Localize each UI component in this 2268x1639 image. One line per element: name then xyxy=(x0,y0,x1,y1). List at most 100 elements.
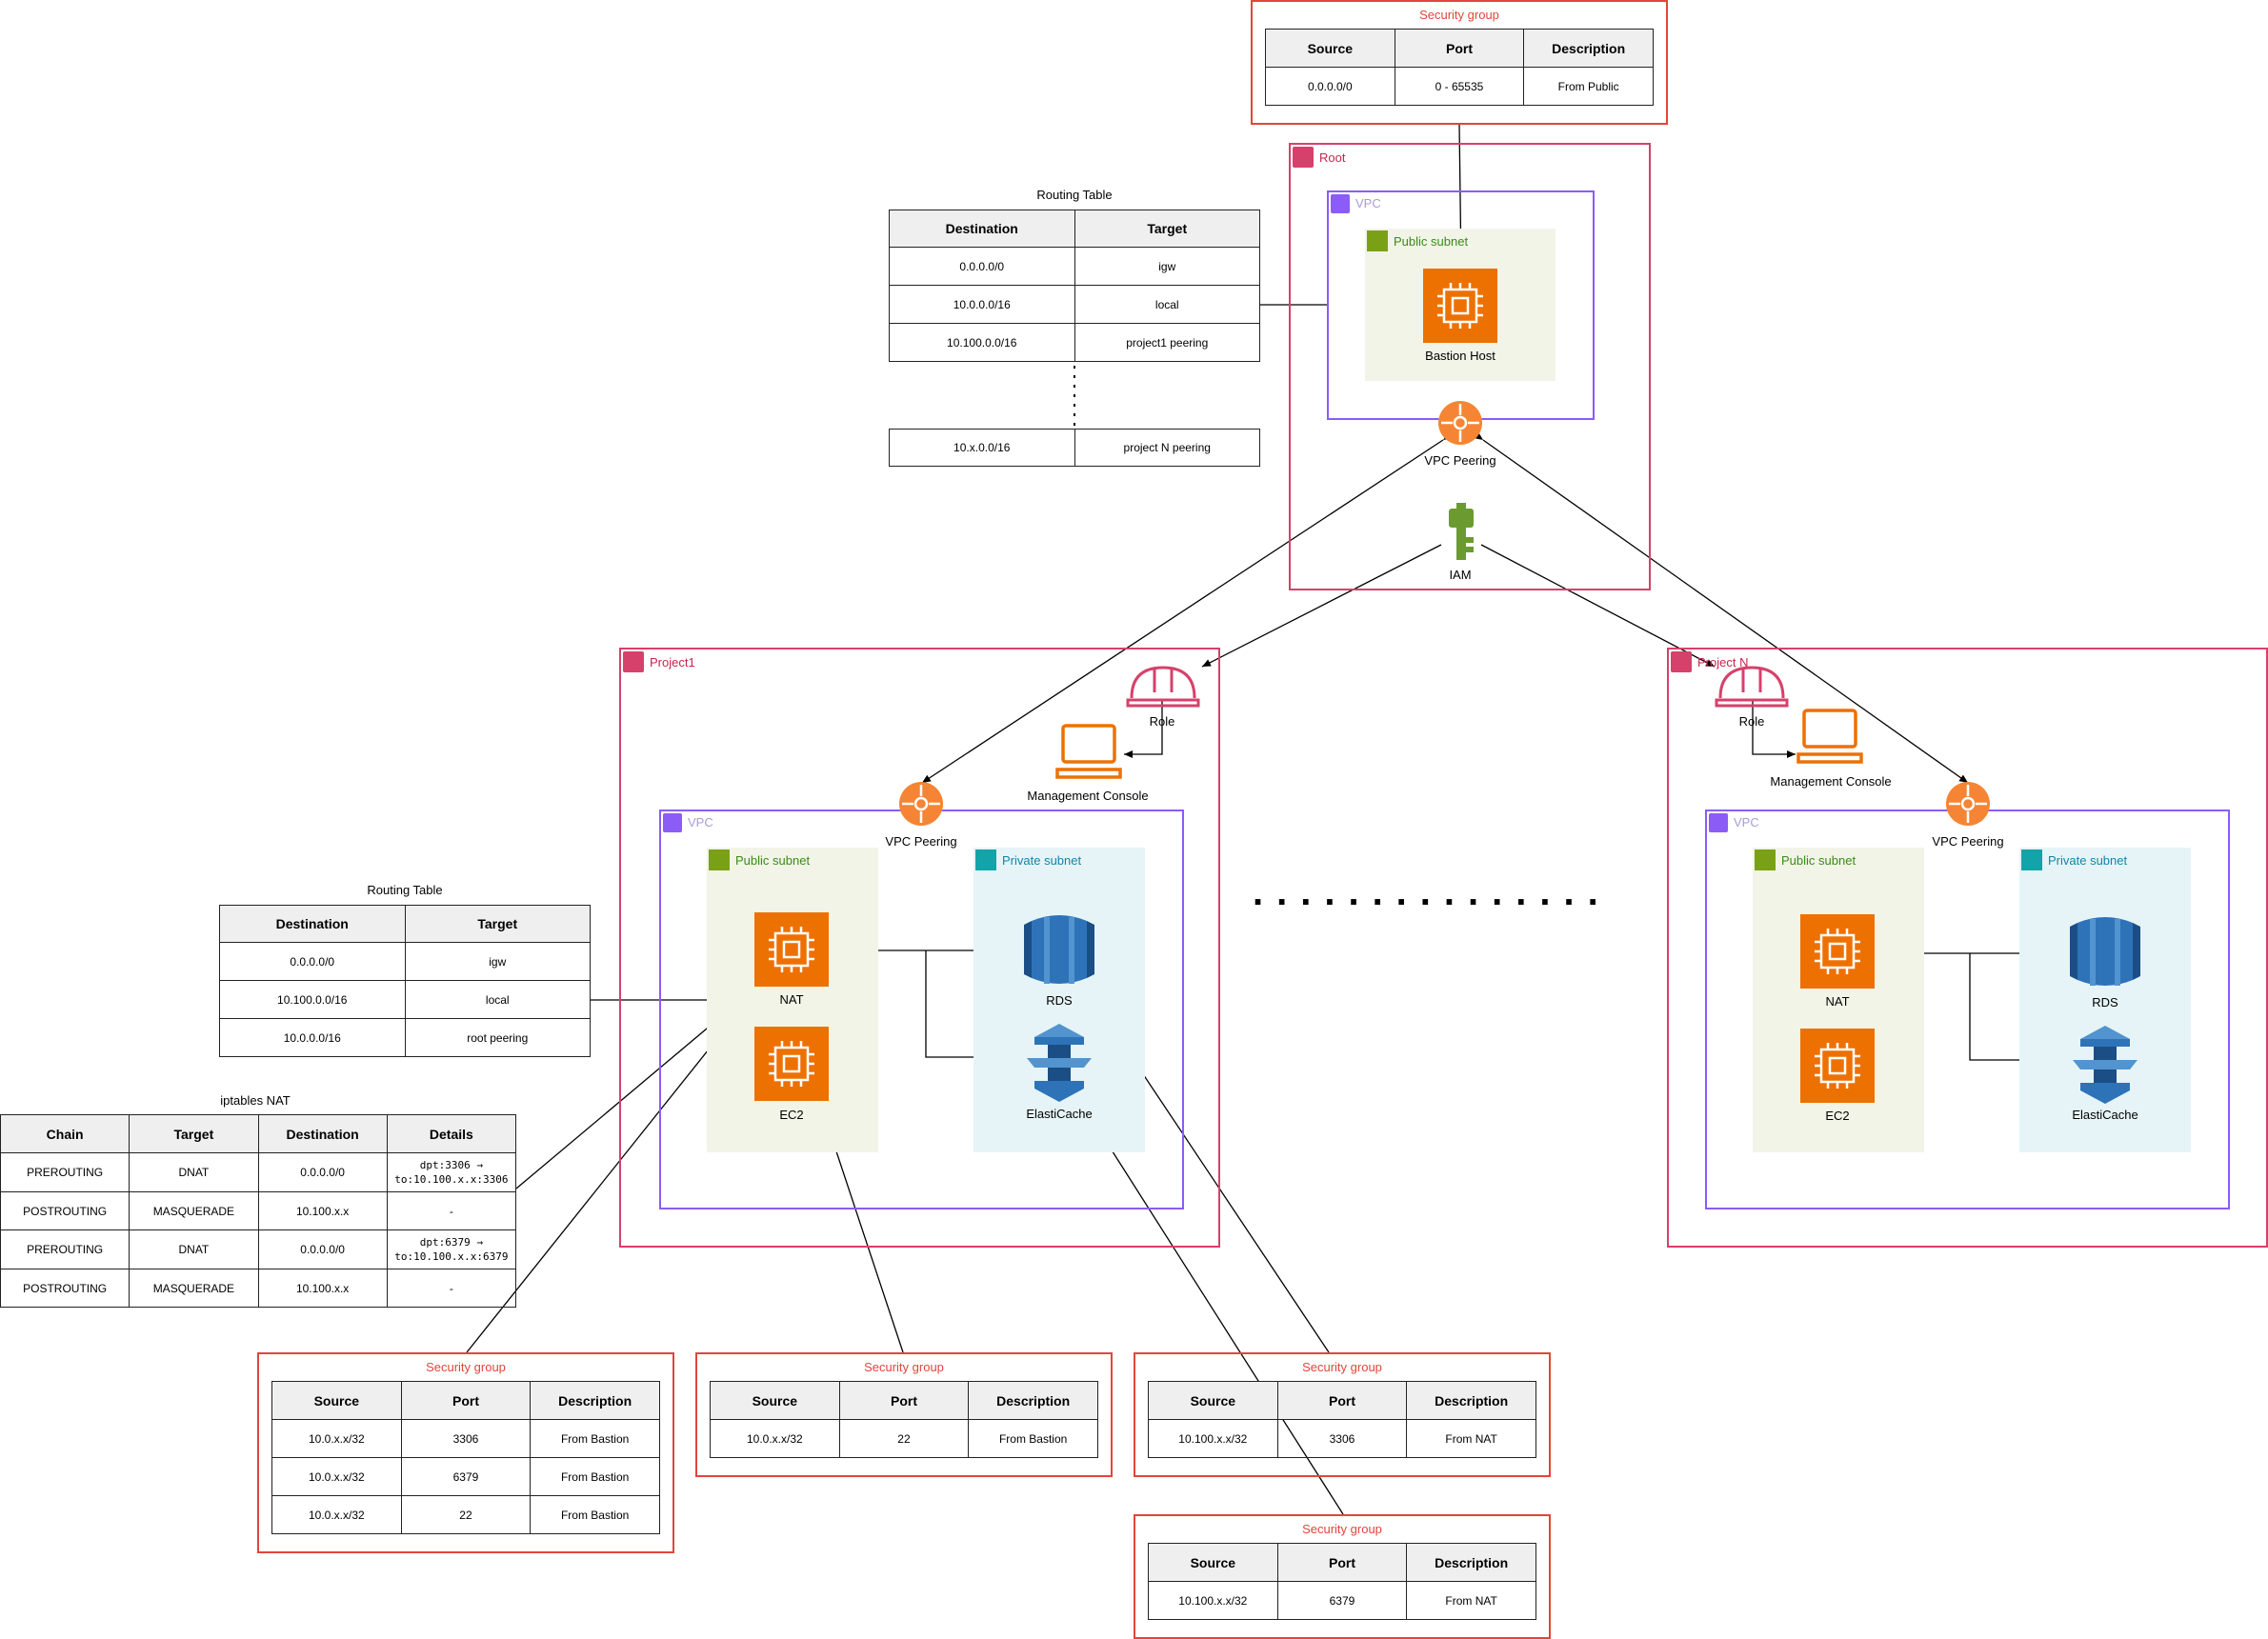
elasticache-icon xyxy=(2073,1026,2138,1104)
role-label: Role xyxy=(1738,714,1765,729)
account-icon xyxy=(623,651,644,672)
ec2-instance-icon xyxy=(1800,1029,1875,1103)
more-projects-ellipsis: ............... xyxy=(1253,871,1612,913)
col-source: Source xyxy=(271,1381,402,1420)
vpc-peering-label: VPC Peering xyxy=(1424,453,1496,468)
vpc-peering-label: VPC Peering xyxy=(1932,834,2004,849)
arrow-peering-root-projectN xyxy=(1474,431,1969,784)
col-source: Source xyxy=(1148,1381,1278,1420)
account-label: Project1 xyxy=(650,655,695,670)
subnet-label: Public subnet xyxy=(1781,853,1857,868)
vpc-label: VPC xyxy=(688,815,713,829)
account-icon xyxy=(1293,147,1314,168)
lock-icon xyxy=(975,849,996,870)
nat-label: NAT xyxy=(779,992,804,1007)
security-group-title: Security group xyxy=(1302,1360,1382,1374)
vpc-icon xyxy=(663,813,682,832)
col-target: Target xyxy=(1074,210,1260,248)
ec2-label: EC2 xyxy=(779,1108,804,1122)
col-port: Port xyxy=(400,1381,532,1420)
nat-label: NAT xyxy=(1825,994,1850,1009)
lock-icon xyxy=(1367,230,1388,251)
account-icon xyxy=(1671,651,1692,672)
col-port: Port xyxy=(1394,29,1525,68)
lock-icon xyxy=(709,849,730,870)
vpc-icon xyxy=(1709,813,1728,832)
col-description: Description xyxy=(1406,1543,1536,1582)
management-console-icon xyxy=(1055,724,1122,779)
col-chain: Chain xyxy=(0,1114,130,1153)
bastion-host-label: Bastion Host xyxy=(1425,349,1495,363)
security-group-title: Security group xyxy=(1302,1522,1382,1536)
col-source: Source xyxy=(1265,29,1395,68)
root-account: Root xyxy=(1289,143,1651,590)
projectN-account: Project N xyxy=(1667,648,2268,1248)
vpc-label: VPC xyxy=(1355,196,1381,210)
vpc-peering-icon xyxy=(1438,401,1482,445)
subnet-label: Private subnet xyxy=(2048,853,2128,868)
rds-label: RDS xyxy=(2092,995,2118,1009)
project1-public-subnet: Public subnet xyxy=(707,848,878,1152)
line-ec2-sg xyxy=(833,1142,904,1353)
vpc-peering-icon xyxy=(1946,782,1990,826)
vpc-icon xyxy=(1331,194,1350,213)
role-label: Role xyxy=(1149,714,1175,729)
arrow-role-console-projectN xyxy=(1752,700,1796,758)
bastion-host-icon xyxy=(1423,269,1497,343)
subnet-label: Public subnet xyxy=(1394,234,1469,249)
rds-database-icon xyxy=(2070,917,2140,986)
ec2-instance-icon xyxy=(754,1027,829,1101)
nat-instance-icon xyxy=(754,912,829,987)
role-hardhat-icon xyxy=(1126,666,1200,708)
iptables-title: iptables NAT xyxy=(220,1093,291,1108)
col-destination: Destination xyxy=(889,210,1075,248)
rds-label: RDS xyxy=(1046,993,1073,1008)
account-label: Root xyxy=(1319,150,1346,165)
security-group-title: Security group xyxy=(864,1360,944,1374)
col-details: Details xyxy=(386,1114,517,1153)
vpc-label: VPC xyxy=(1734,815,1759,829)
col-port: Port xyxy=(1276,1543,1408,1582)
col-target: Target xyxy=(129,1114,259,1153)
subnet-label: Public subnet xyxy=(735,853,811,868)
col-description: Description xyxy=(1523,29,1654,68)
col-port: Port xyxy=(838,1381,970,1420)
account-label: Project N xyxy=(1697,655,1749,670)
nat-instance-icon xyxy=(1800,914,1875,989)
management-console-label: Management Console xyxy=(1770,774,1892,789)
vpc-peering-icon xyxy=(899,782,943,826)
elasticache-label: ElastiCache xyxy=(1026,1107,1093,1121)
col-target: Target xyxy=(404,905,591,943)
vpc-peering-label: VPC Peering xyxy=(885,834,957,849)
col-description: Description xyxy=(1406,1381,1536,1420)
lock-icon xyxy=(2021,849,2042,870)
security-group-title: Security group xyxy=(426,1360,506,1374)
col-description: Description xyxy=(968,1381,1098,1420)
elasticache-icon xyxy=(1027,1024,1092,1102)
arrow-iam-role-projectN xyxy=(1480,544,1716,668)
col-source: Source xyxy=(710,1381,840,1420)
management-console-icon xyxy=(1796,709,1863,764)
